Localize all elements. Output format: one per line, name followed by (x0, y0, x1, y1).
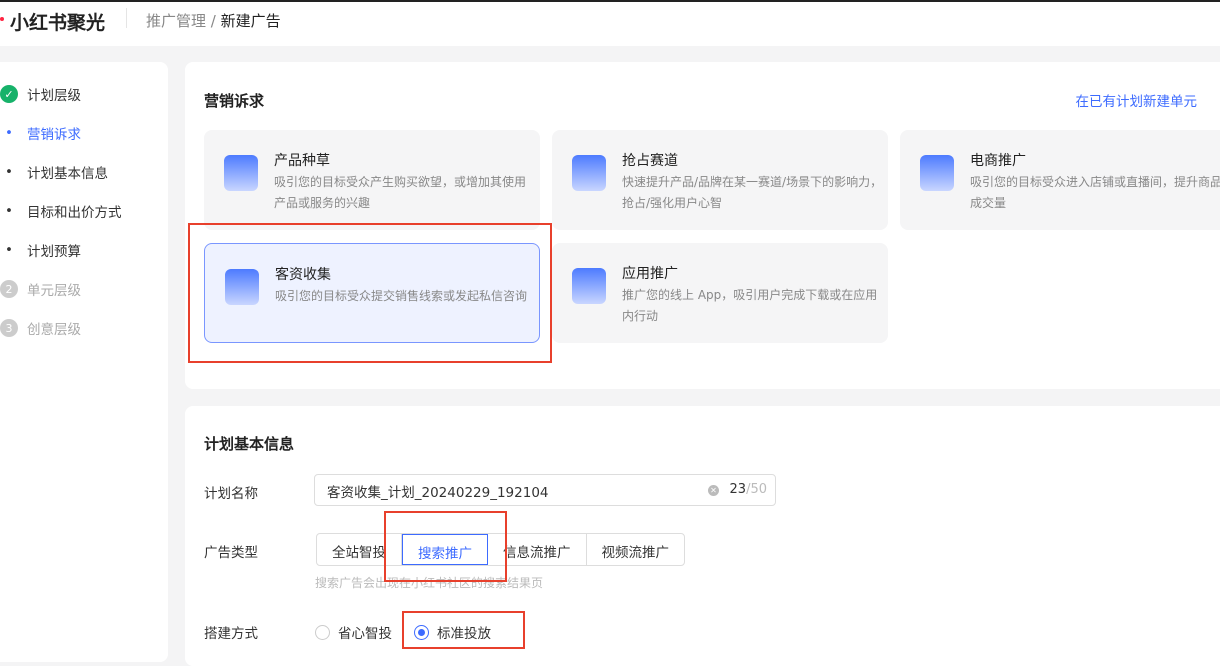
highlight-box (188, 223, 552, 363)
section-title: 营销诉求 (204, 92, 265, 110)
step-label: 营销诉求 (27, 127, 81, 143)
bullet-icon: • (5, 164, 13, 180)
card-lead-collection[interactable]: 客资收集吸引您的目标受众提交销售线索或发起私信咨询 (204, 243, 540, 343)
breadcrumb: 推广管理 / 新建广告 (146, 10, 281, 31)
breadcrumb-sep: / (210, 12, 216, 30)
divider (126, 8, 127, 28)
card-app[interactable]: 应用推广推广您的线上 App，吸引用户完成下载或在应用内行动 (552, 243, 888, 343)
type-video-feed[interactable]: 视频流推广 (601, 545, 670, 561)
new-unit-link[interactable]: 在已有计划新建单元 (1075, 94, 1198, 110)
build-label: 搭建方式 (204, 626, 258, 642)
max-count: /50 (746, 482, 767, 497)
ad-type-selector: 全站智投 搜索推广 信息流推广 视频流推广 (316, 533, 685, 566)
step-label: 创意层级 (27, 322, 81, 338)
breadcrumb-parent[interactable]: 推广管理 (146, 12, 207, 30)
marketing-panel: 营销诉求 在已有计划新建单元 产品种草吸引您的目标受众产生购买欲望，或增加其使用… (185, 62, 1220, 389)
plan-name-input[interactable]: 客资收集_计划_20240229_192104 ✕ 23/50 (314, 474, 776, 506)
logo-dot (0, 17, 4, 21)
type-hint: 搜索广告会出现在小红书社区的搜索结果页 (315, 576, 544, 590)
step-marketing[interactable]: • 营销诉求 (0, 123, 81, 143)
card-desc: 推广您的线上 App，吸引用户完成下载或在应用内行动 (622, 288, 878, 323)
type-all-site[interactable]: 全站智投 (317, 534, 402, 565)
step-label: 计划基本信息 (27, 166, 108, 182)
step-basic-info[interactable]: • 计划基本信息 (0, 162, 108, 182)
step-number-icon: 3 (0, 319, 18, 337)
plan-name-value: 客资收集_计划_20240229_192104 (327, 485, 549, 501)
step-number-icon: 2 (0, 280, 18, 298)
card-product-seeding[interactable]: 产品种草吸引您的目标受众产生购买欲望，或增加其使用产品或服务的兴趣 (204, 130, 540, 230)
card-title: 应用推广 (622, 266, 678, 282)
step-label: 计划层级 (27, 88, 81, 104)
card-desc: 吸引您的目标受众进入店铺或直播间，提升商品成交量 (970, 175, 1220, 210)
step-unit-level[interactable]: 2 单元层级 (0, 279, 81, 299)
breadcrumb-current: 新建广告 (220, 12, 281, 30)
card-title: 电商推广 (970, 153, 1026, 169)
clear-icon[interactable]: ✕ (708, 485, 719, 496)
step-label: 计划预算 (27, 244, 81, 260)
steps-sidebar: ✓ 计划层级 • 营销诉求 • 计划基本信息 • 目标和出价方式 • 计划预算 2 单元层级… (0, 62, 168, 662)
radio-checked-icon (414, 624, 429, 640)
type-search[interactable]: 搜索推广 (402, 534, 488, 565)
radio-standard[interactable]: 标准投放 (414, 622, 491, 642)
step-label: 目标和出价方式 (27, 205, 122, 221)
form-icon (225, 269, 259, 305)
card-title: 抢占赛道 (622, 153, 678, 169)
card-desc: 吸引您的目标受众提交销售线索或发起私信咨询 (275, 289, 528, 303)
highlight-box (402, 611, 525, 649)
step-budget[interactable]: • 计划预算 (0, 240, 81, 260)
check-icon: ✓ (0, 85, 18, 103)
step-bid[interactable]: • 目标和出价方式 (0, 201, 122, 221)
radio-icon (315, 624, 330, 640)
basic-info-panel: 计划基本信息 计划名称 客资收集_计划_20240229_192104 ✕ 23/5… (185, 406, 1220, 666)
section-title: 计划基本信息 (204, 435, 295, 453)
count: 23 (729, 482, 747, 497)
card-title: 客资收集 (275, 267, 331, 283)
radio-label: 省心智投 (338, 626, 392, 642)
step-label: 单元层级 (27, 283, 81, 299)
bullet-icon: • (5, 125, 13, 141)
diamond-check-icon (572, 155, 606, 191)
char-count: 23/50 (730, 482, 767, 497)
radio-smart[interactable]: 省心智投 (315, 622, 392, 642)
logo[interactable]: 小红书聚光 (10, 12, 106, 34)
top-bar: 小红书聚光 推广管理 / 新建广告 (0, 0, 1220, 46)
card-ecommerce[interactable]: 电商推广吸引您的目标受众进入店铺或直播间，提升商品成交量 (900, 130, 1220, 230)
card-desc: 快速提升产品/品牌在某一赛道/场景下的影响力，抢占/强化用户心智 (622, 175, 883, 210)
type-feed[interactable]: 信息流推广 (488, 534, 587, 565)
bullet-icon: • (5, 203, 13, 219)
card-desc: 吸引您的目标受众产生购买欲望，或增加其使用产品或服务的兴趣 (274, 175, 527, 210)
radio-label: 标准投放 (437, 626, 491, 642)
step-plan-level[interactable]: ✓ 计划层级 (0, 84, 81, 104)
name-label: 计划名称 (204, 486, 258, 502)
highlight-box (384, 511, 507, 582)
bullet-icon: • (5, 242, 13, 258)
card-title: 产品种草 (274, 153, 330, 169)
heart-bag-icon (224, 155, 258, 191)
step-creative-level[interactable]: 3 创意层级 (0, 318, 81, 338)
card-track[interactable]: 抢占赛道快速提升产品/品牌在某一赛道/场景下的影响力，抢占/强化用户心智 (552, 130, 888, 230)
download-icon (572, 268, 606, 304)
cart-icon (920, 155, 954, 191)
type-label: 广告类型 (204, 545, 258, 561)
